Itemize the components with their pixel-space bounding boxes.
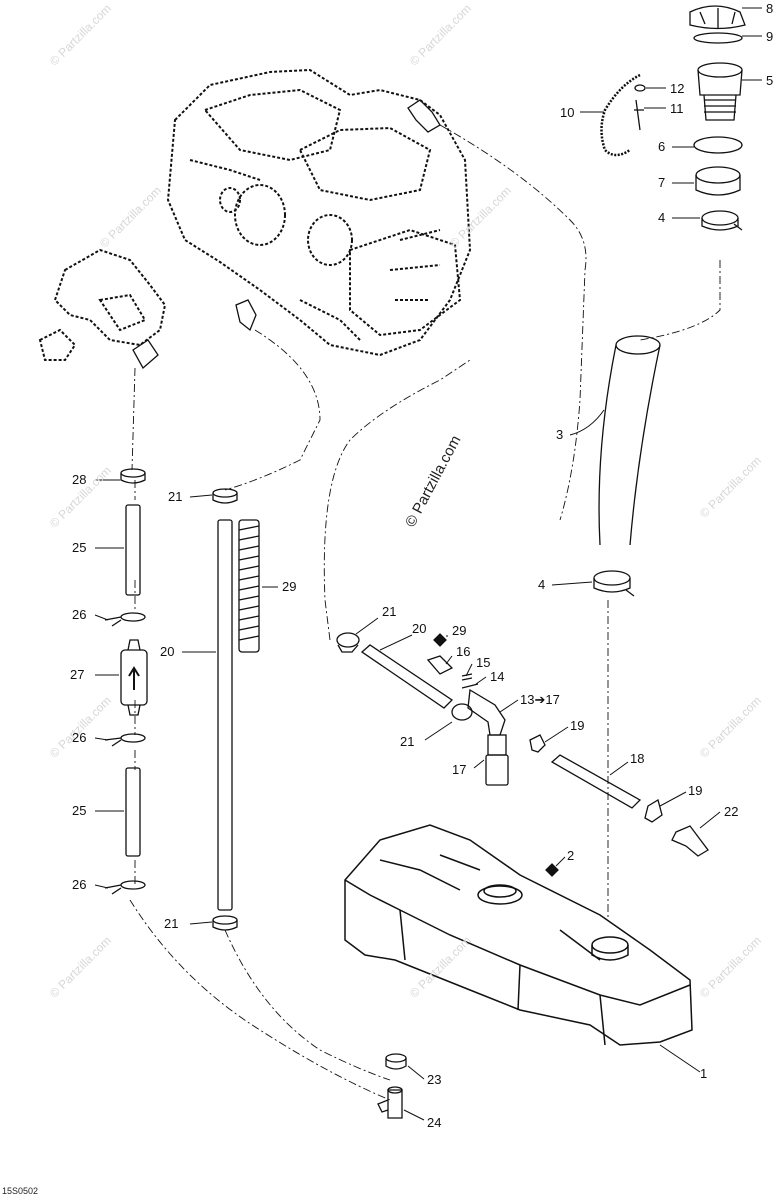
clamp-26-lower [104,880,146,895]
hose-20-long [217,519,233,911]
callout-4-lower: 4 [538,577,546,592]
clamp-21-bottom [212,915,238,931]
o-ring [693,32,743,44]
grommet-29 [433,633,447,647]
engine-connector-left [235,299,257,332]
nut [695,166,741,196]
hose-25-lower [125,767,141,857]
fuel-pump [38,248,167,361]
callout-5: 5 [766,73,774,88]
clip-19-b [644,798,663,823]
hose-18 [550,754,642,809]
elbow-fitting [467,688,509,786]
valve-16 [426,655,454,675]
callout-22: 22 [724,804,739,819]
callout-3: 3 [556,427,564,442]
spiral-sleeve [238,519,260,653]
grommet-23 [385,1053,407,1070]
tee-fitting-24 [377,1086,403,1119]
callout-24: 24 [427,1115,442,1130]
filler-neck [697,62,743,121]
clamp-21-top [212,488,238,504]
callout-29-left: 29 [282,579,297,594]
callout-29-center: 29 [452,623,467,638]
clamp-28 [120,468,146,484]
fuel-filter [120,639,148,716]
callout-21-center-lower: 21 [400,734,415,749]
tether-pin [634,99,644,131]
callout-4-top: 4 [658,210,666,225]
callout-20-left: 20 [160,644,175,659]
clamp-26-upper [104,612,146,627]
callout-8: 8 [766,1,774,16]
callout-21-bottom: 21 [164,916,179,931]
callout-26-upper: 26 [72,607,87,622]
callout-21-top: 21 [168,489,183,504]
callout-28: 28 [72,472,87,487]
callout-19-a: 19 [570,718,585,733]
fuel-tank [344,824,693,1046]
callout-11: 11 [670,101,684,116]
callout-21-center: 21 [382,604,397,619]
clamp-21-center-lower [451,703,473,721]
hose-clamp-lower [593,570,635,597]
callout-16: 16 [456,644,471,659]
callout-25-lower: 25 [72,803,87,818]
callout-27: 27 [70,667,85,682]
tether-strap [600,73,641,157]
spacer-ring [693,136,743,154]
grommet-2 [545,863,559,877]
routing-lines [129,124,721,1101]
callout-25-upper: 25 [72,540,87,555]
pump-outlet-fitting [132,339,159,370]
valve-22 [671,825,709,857]
clamp-26-middle [104,733,146,747]
callout-10: 10 [560,105,575,120]
callout-17: 17 [452,762,467,777]
callout-6: 6 [658,139,666,154]
callout-19-b: 19 [688,783,703,798]
hose-20-short [360,644,454,709]
engine-connector-top [407,99,441,133]
callout-18: 18 [630,751,645,766]
callout-7: 7 [658,175,666,190]
callout-12: 12 [670,81,685,96]
callout-26-lower: 26 [72,877,87,892]
callout-2: 2 [567,848,575,863]
callout-13-to-17: 13➔17 [520,692,560,707]
callout-14: 14 [490,669,505,684]
callout-26-middle: 26 [72,730,87,745]
callout-20-center: 20 [412,621,427,636]
clip-19-a [529,734,546,753]
clamp-21-center [336,632,360,653]
drawing-code: 15S0502 [2,1186,39,1196]
callout-9: 9 [766,29,774,44]
filler-hose [598,335,661,546]
tether-ring [634,84,646,92]
clamp-top [701,210,743,231]
callout-1: 1 [700,1066,708,1081]
pin-14 [461,683,479,689]
callout-23: 23 [427,1072,442,1087]
engine-block [166,68,472,357]
callout-15: 15 [476,655,491,670]
filler-cap [689,5,746,30]
hose-25-upper [125,504,141,596]
leader-lines [94,7,762,1121]
